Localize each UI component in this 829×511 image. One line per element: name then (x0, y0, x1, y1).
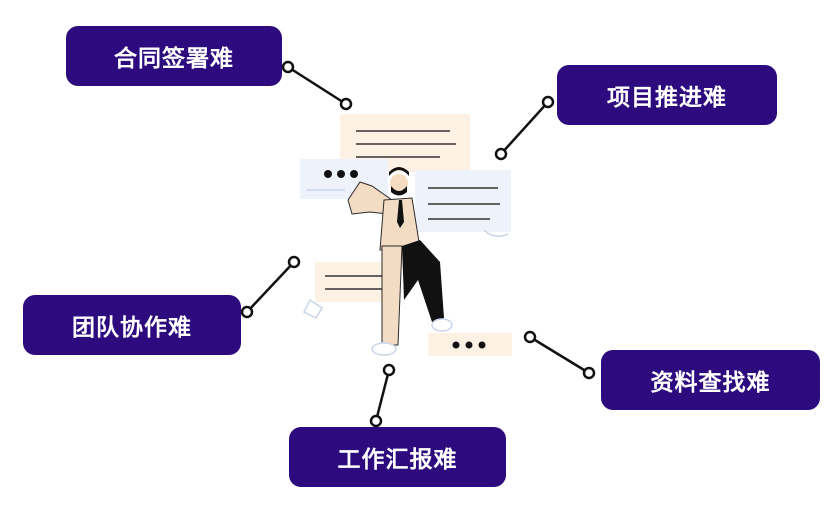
doc-card-right (415, 170, 511, 232)
label-contract-signing: 合同签署难 (66, 26, 282, 86)
label-contract-text: 合同签署难 (114, 46, 234, 72)
chat-card-bottom (428, 333, 512, 356)
label-team-collaboration: 团队协作难 (23, 295, 241, 355)
label-document-search: 资料查找难 (601, 350, 820, 410)
connector-report (369, 363, 396, 428)
person-figure (347, 167, 453, 356)
label-search-text: 资料查找难 (650, 370, 771, 396)
label-team-text: 团队协作难 (72, 315, 192, 341)
label-project-progress: 项目推进难 (557, 65, 777, 125)
label-work-report: 工作汇报难 (289, 427, 506, 487)
connector-search (523, 330, 596, 380)
decor-shape (302, 298, 324, 319)
connector-contract (281, 60, 353, 111)
connector-project (494, 95, 555, 161)
label-report-text: 工作汇报难 (337, 447, 458, 473)
connector-team (240, 255, 301, 319)
doc-card-top (340, 114, 470, 172)
decor-shape (483, 229, 509, 237)
label-project-text: 项目推进难 (607, 85, 727, 111)
doc-card-lower-left (315, 262, 393, 302)
